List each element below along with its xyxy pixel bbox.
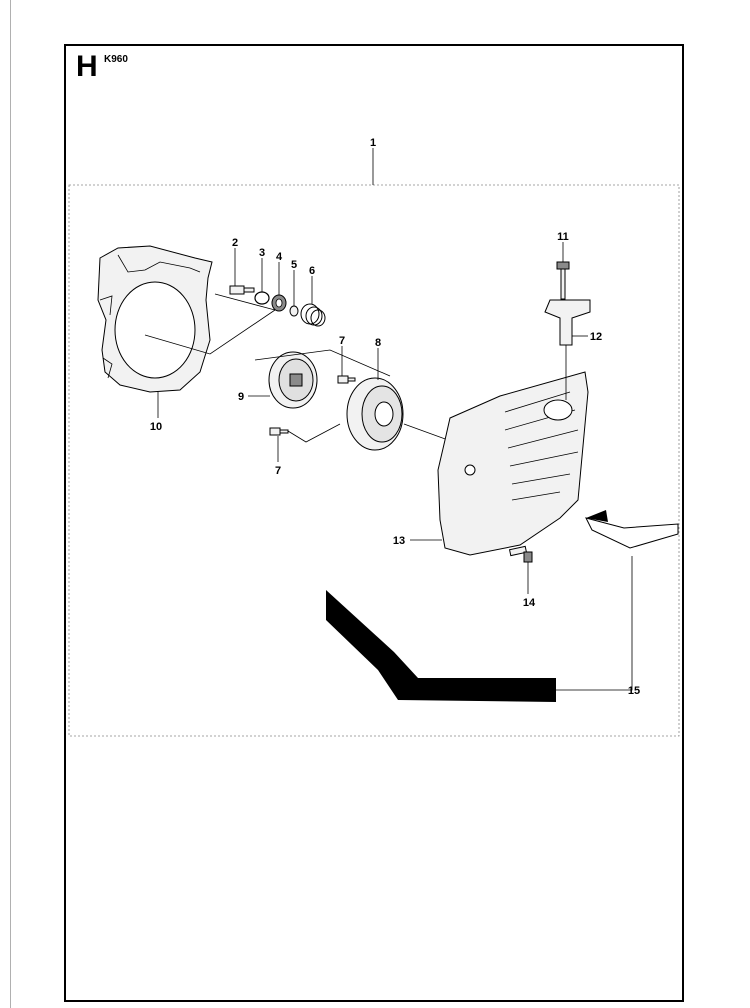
callout-7-lower: 7	[275, 465, 281, 477]
callout-14: 14	[523, 597, 536, 609]
part-screw-14	[508, 545, 533, 563]
part-starter-pulley-8	[346, 377, 404, 451]
part-starter-cover-13	[437, 371, 589, 556]
callout-6: 6	[309, 265, 315, 277]
callout-11: 11	[557, 231, 569, 243]
callout-8: 8	[375, 337, 381, 349]
part-screw-7-upper	[337, 375, 356, 384]
leader-15	[556, 556, 633, 691]
assembly-boundary	[68, 184, 680, 737]
part-washer-5	[289, 305, 299, 317]
part-pulley-9	[268, 351, 318, 409]
section-letter: H	[76, 50, 98, 83]
leader-group-7-lower	[287, 423, 341, 443]
leader-group-9	[254, 349, 391, 377]
diagram-frame	[64, 44, 684, 1002]
part-screw-2	[229, 285, 255, 295]
callout-10: 10	[150, 421, 162, 433]
part-screw-7-lower	[269, 427, 289, 436]
callout-9: 9	[238, 391, 244, 403]
callout-12: 12	[590, 331, 602, 343]
part-bushing-4	[271, 294, 287, 312]
part-ring-3	[254, 291, 270, 305]
model-label: K960	[104, 54, 128, 65]
callout-13: 13	[393, 535, 405, 547]
page-margin-rule	[10, 0, 11, 1008]
callout-7-upper: 7	[339, 335, 345, 347]
callout-1: 1	[370, 137, 376, 149]
callout-15: 15	[628, 685, 640, 697]
part-decal-15	[326, 510, 679, 702]
callout-5: 5	[291, 259, 297, 271]
callout-3: 3	[259, 247, 265, 259]
part-fan-housing	[97, 245, 213, 393]
leader-group-2-6	[144, 293, 276, 355]
callout-4: 4	[276, 251, 283, 263]
part-spring-6	[300, 303, 326, 327]
callout-2: 2	[232, 237, 238, 249]
leader-8-to-cover	[403, 423, 449, 441]
